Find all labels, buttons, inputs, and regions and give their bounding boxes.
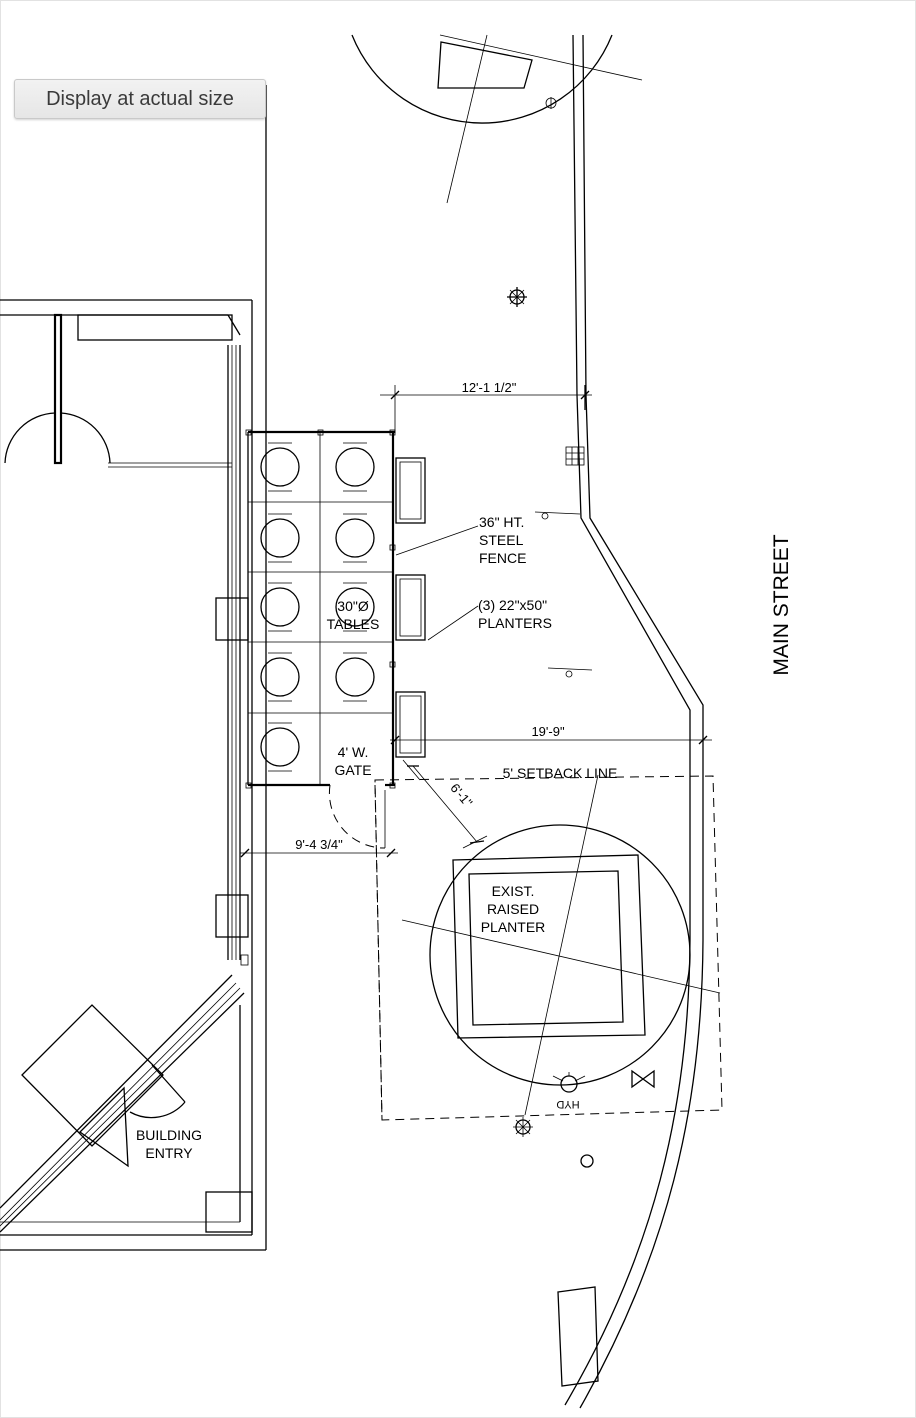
valve-icon xyxy=(631,1069,655,1089)
street-label: MAIN STREET xyxy=(770,534,793,675)
gate-label-1: 4' W. xyxy=(338,744,369,760)
dimension-lines xyxy=(240,385,712,858)
patio-enclosure xyxy=(245,429,396,789)
gate-label-2: GATE xyxy=(334,762,371,778)
dim-setback-to-planter: 6'-1" xyxy=(447,780,475,810)
utility-box-icon xyxy=(580,1154,594,1168)
table-6 xyxy=(335,582,375,632)
table-3 xyxy=(260,513,300,563)
dim-fence-to-curb: 12'-1 1/2" xyxy=(462,380,517,395)
dim-planter-to-curb: 19'-9" xyxy=(531,724,565,739)
planters-label-1: (3) 22"x50" xyxy=(478,597,547,613)
tree-canopy-top xyxy=(351,34,643,204)
fence-label-2: STEEL xyxy=(479,532,524,548)
fence-label-3: FENCE xyxy=(479,550,526,566)
hydrant-label: HYD xyxy=(556,1098,579,1110)
dim-gate-offset: 9'-4 3/4" xyxy=(295,837,343,852)
building-entry-label-1: BUILDING xyxy=(136,1127,202,1143)
plan-labels: MAIN STREET 12'-1 1/2" 19'-9" 9'-4 3/4" … xyxy=(136,380,793,1161)
curb-line xyxy=(534,34,704,1409)
streetlight-upper xyxy=(507,287,527,307)
raised-planter-label-3: PLANTER xyxy=(481,919,546,935)
raised-planter-label-1: EXIST. xyxy=(492,883,535,899)
display-actual-size-button[interactable]: Display at actual size xyxy=(14,79,266,119)
table-7 xyxy=(260,652,300,702)
fence-label-1: 36" HT. xyxy=(479,514,524,530)
tables-label-1: 30"Ø xyxy=(337,598,369,614)
setback-label: 5' SETBACK LINE xyxy=(503,765,618,781)
raised-planter-label-2: RAISED xyxy=(487,901,539,917)
building-entry-label-2: ENTRY xyxy=(145,1145,193,1161)
table-9 xyxy=(260,722,300,772)
patio-tables xyxy=(260,442,375,772)
table-4 xyxy=(335,513,375,563)
planters-label-2: PLANTERS xyxy=(478,615,552,631)
building-entry xyxy=(0,974,245,1233)
planters xyxy=(395,457,426,758)
street-furniture xyxy=(557,1286,599,1387)
tables-label-2: TABLES xyxy=(327,616,380,632)
hydrant-symbol xyxy=(552,1072,586,1093)
building-outline xyxy=(0,85,267,1251)
table-5 xyxy=(260,582,300,632)
streetlight-lower xyxy=(513,1117,533,1137)
gate-swing xyxy=(328,784,386,1121)
leader-lines xyxy=(395,525,479,641)
setback-line xyxy=(374,775,723,1121)
table-2 xyxy=(335,442,375,492)
table-1 xyxy=(260,442,300,492)
existing-raised-planter xyxy=(401,774,721,1116)
table-8 xyxy=(335,652,375,702)
